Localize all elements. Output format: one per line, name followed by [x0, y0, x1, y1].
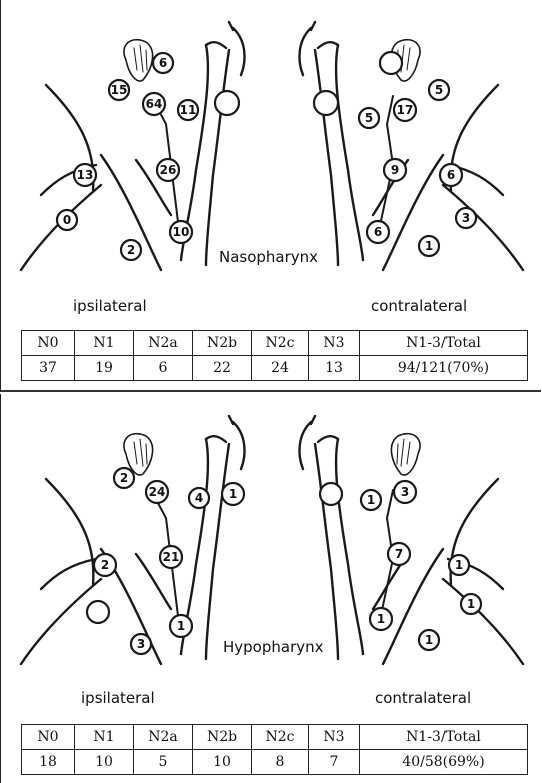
site-label: Hypopharynx	[223, 638, 324, 656]
table-cell: 7	[309, 750, 360, 775]
table-cell: 19	[75, 356, 134, 381]
node-ipsi-submental	[215, 91, 239, 115]
n-stage-table: N0 N1 N2a N2b N2c N3 N1-3/Total 18 10 5 …	[21, 724, 528, 775]
nasopharynx-panel: 6 15 64 11 26 13 0 2 10 5 17 5 9 6 3 1 6…	[0, 0, 541, 392]
contralateral-label: contralateral	[371, 297, 467, 315]
ipsilateral-label: ipsilateral	[81, 689, 155, 707]
n-stage-table: N0 N1 N2a N2b N2c N3 N1-3/Total 37 19 6 …	[21, 330, 528, 381]
table-row: 18 10 5 10 8 7 40/58(69%)	[22, 750, 528, 775]
label-contra-upper-jug: 17	[397, 103, 414, 117]
label-contra-lower-jug: 6	[374, 225, 382, 239]
table-cell: 18	[22, 750, 75, 775]
label-contra-mid-jug: 7	[395, 547, 403, 561]
table-header-cell: N2c	[252, 725, 309, 750]
node-contra-submental	[320, 483, 342, 505]
label-ipsi-upper-jug: 64	[146, 97, 163, 111]
label-contra-supraclav: 1	[425, 633, 433, 647]
table-cell: 94/121(70%)	[360, 356, 528, 381]
label-contra-submand: 5	[365, 111, 373, 125]
label-contra-spinal-upper: 6	[447, 168, 455, 182]
table-header-cell: N1-3/Total	[360, 725, 528, 750]
table-row: 37 19 6 22 24 13 94/121(70%)	[22, 356, 528, 381]
table-cell: 37	[22, 356, 75, 381]
label-contra-upper-jug: 3	[401, 485, 409, 499]
label-ipsi-parotid: 6	[159, 56, 167, 70]
label-ipsi-submand: 11	[180, 103, 197, 117]
hypopharynx-panel: 2 24 4 1 21 2 3 1 1 3 7 1 1 1 1 Hypophar…	[0, 394, 541, 783]
label-contra-supraclav: 1	[425, 239, 433, 253]
table-header-cell: N0	[22, 725, 75, 750]
table-header-row: N0 N1 N2a N2b N2c N3 N1-3/Total	[22, 331, 528, 356]
table-header-cell: N2b	[193, 331, 252, 356]
label-contra-spinal-upper: 1	[455, 558, 463, 572]
label-ipsi-submand: 4	[195, 491, 203, 505]
table-cell: 8	[252, 750, 309, 775]
table-cell: 10	[75, 750, 134, 775]
table-cell: 22	[193, 356, 252, 381]
label-ipsi-mid-jug: 21	[163, 550, 180, 564]
table-header-cell: N2b	[193, 725, 252, 750]
table-header-cell: N2a	[134, 331, 193, 356]
node-contra-submental	[314, 91, 338, 115]
label-contra-spinal-lower: 3	[462, 211, 470, 225]
label-ipsi-mid-jug: 26	[160, 163, 177, 177]
label-ipsi-spinal-upper: 2	[101, 558, 109, 572]
table-header-cell: N2a	[134, 725, 193, 750]
table-cell: 5	[134, 750, 193, 775]
label-contra-lower-jug: 1	[377, 612, 385, 626]
table-header-row: N0 N1 N2a N2b N2c N3 N1-3/Total	[22, 725, 528, 750]
label-ipsi-supraclav: 2	[127, 243, 135, 257]
label-ipsi-retro: 2	[120, 471, 128, 485]
table-cell: 10	[193, 750, 252, 775]
table-cell: 24	[252, 356, 309, 381]
table-header-cell: N2c	[252, 331, 309, 356]
label-contra-retro: 5	[435, 83, 443, 97]
label-contra-mid-jug: 9	[391, 163, 399, 177]
label-ipsi-upper-jug: 24	[149, 485, 166, 499]
ipsilateral-label: ipsilateral	[73, 297, 147, 315]
label-ipsi-supraclav: 3	[137, 637, 145, 651]
site-label: Nasopharynx	[219, 248, 318, 266]
label-ipsi-lower-jug: 10	[173, 225, 190, 239]
table-header-cell: N1	[75, 725, 134, 750]
table-cell: 40/58(69%)	[360, 750, 528, 775]
node-ipsi-spinal-lower	[87, 601, 109, 623]
label-contra-spinal-lower: 1	[467, 597, 475, 611]
node-contra-parotid	[380, 52, 402, 74]
label-ipsi-submental: 1	[229, 487, 237, 501]
table-header-cell: N3	[309, 725, 360, 750]
table-cell: 6	[134, 356, 193, 381]
label-ipsi-spinal-lower: 0	[63, 213, 71, 227]
table-header-cell: N0	[22, 331, 75, 356]
table-cell: 13	[309, 356, 360, 381]
table-header-cell: N1-3/Total	[360, 331, 528, 356]
label-contra-submand: 1	[367, 493, 375, 507]
label-ipsi-lower-jug: 1	[177, 619, 185, 633]
label-ipsi-retro: 15	[111, 83, 128, 97]
label-ipsi-spinal-upper: 13	[77, 168, 94, 182]
table-header-cell: N3	[309, 331, 360, 356]
table-header-cell: N1	[75, 331, 134, 356]
contralateral-label: contralateral	[375, 689, 471, 707]
